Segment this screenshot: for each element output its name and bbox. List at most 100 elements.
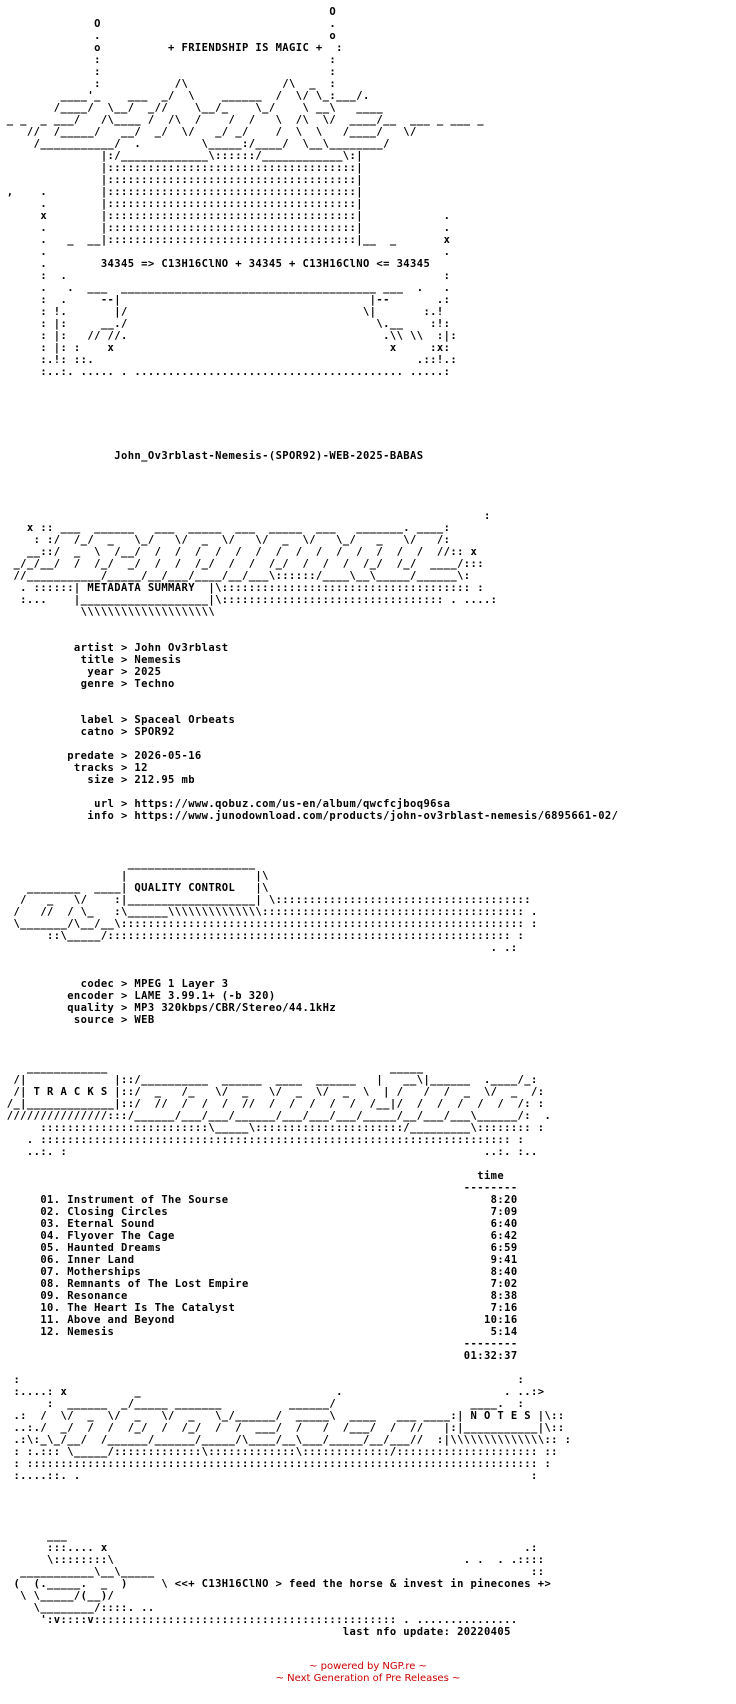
nfo-line: \::::::::\ . . . .::::	[0, 1554, 545, 1566]
nfo-line: / // / \_ :\______\\\\\\\\\\\\\\::::::::…	[0, 906, 538, 918]
nfo-line: . .	[0, 246, 451, 258]
nfo-line: /____/ \__/ _// \__/_ \_/ \ __\ ____	[0, 102, 384, 114]
nfo-line: .:\:_\_/__/ /______/______/_____/\____/_…	[0, 1434, 572, 1446]
nfo-line: ///////////////:::/______/___/___/______…	[0, 1110, 552, 1122]
nfo-line: ___________________	[0, 858, 256, 870]
nfo-line	[0, 498, 618, 510]
nfo-line: info > https://www.junodownload.com/prod…	[0, 810, 619, 822]
nfo-line: / _ \/ :|___________________| \:::::::::…	[0, 894, 532, 906]
nfo-line	[0, 390, 618, 402]
nfo-line: : :	[0, 66, 337, 78]
nfo-line	[0, 1026, 618, 1038]
nfo-line: \_______/\__/__\::::::::::::::::::::::::…	[0, 918, 538, 930]
nfo-line: : /\ /\ _ :	[0, 78, 337, 90]
footer-powered-by: ~ powered by NGP.re ~	[309, 1661, 427, 1672]
nfo-line: :....: x _ . . ..:>	[0, 1386, 545, 1398]
nfo-line: . .:	[0, 942, 518, 954]
nfo-line	[0, 738, 618, 750]
nfo-line: : :.::: \_____/:::::::::::::\:::::::::::…	[0, 1446, 558, 1458]
nfo-line: time	[0, 1170, 505, 1182]
nfo-line: last nfo update: 20220405	[0, 1626, 511, 1638]
nfo-line: 05. Haunted Dreams 6:59	[0, 1242, 518, 1254]
nfo-line: :.!: ::. .::!.:	[0, 354, 458, 366]
nfo-line: title > Nemesis	[0, 654, 182, 666]
nfo-line	[0, 474, 618, 486]
nfo-line: : |: // //. .\\ \\ :|:	[0, 330, 458, 342]
nfo-line: :	[0, 510, 491, 522]
nfo-line: . o	[0, 30, 337, 42]
nfo-line	[0, 462, 618, 474]
nfo-text: O O . . o o + FRIENDSHIP IS MAGIC + : :	[0, 6, 618, 1638]
nfo-line: :::.... x .:	[0, 1542, 538, 1554]
nfo-line	[0, 402, 618, 414]
nfo-line: x :: ___ ______ ___ _____ ___ _____ ___ …	[0, 522, 451, 534]
nfo-line: 08. Remnants of The Lost Empire 7:02	[0, 1278, 518, 1290]
nfo-line: : :	[0, 54, 337, 66]
nfo-line	[0, 834, 618, 846]
nfo-line	[0, 618, 618, 630]
nfo-line: x |:::::::::::::::::::::::::::::::::::::…	[0, 210, 451, 222]
nfo-line: :::::::::::::::::::::::::\_____\::::::::…	[0, 1122, 545, 1134]
nfo-line: //___________/_____/__/___/____/__/___\:…	[0, 570, 471, 582]
nfo-line	[0, 786, 618, 798]
nfo-line: tracks > 12	[0, 762, 148, 774]
nfo-line	[0, 414, 618, 426]
nfo-line: ( (._____. _ ) \ <<+ C13H16ClNO > feed t…	[0, 1578, 552, 1590]
nfo-line: : |: : x x :x:	[0, 342, 451, 354]
nfo-line: size > 212.95 mb	[0, 774, 195, 786]
nfo-line: :..:. ..... . ..........................…	[0, 366, 451, 378]
nfo-line: John_Ov3rblast-Nemesis-(SPOR92)-WEB-2025…	[0, 450, 424, 462]
nfo-line	[0, 1362, 618, 1374]
nfo-line: . 34345 => C13H16ClNO + 34345 + C13H16Cl…	[0, 258, 431, 270]
nfo-line	[0, 954, 618, 966]
nfo-line: 09. Resonance 8:38	[0, 1290, 518, 1302]
nfo-line: | |\	[0, 870, 269, 882]
nfo-line: ____'_ ___ _/ \ ______ / \/ \_:___/.	[0, 90, 370, 102]
nfo-line	[0, 822, 618, 834]
nfo-line: ___	[0, 1530, 68, 1542]
nfo-line: . |:::::::::::::::::::::::::::::::::::::…	[0, 198, 363, 210]
nfo-line: // /_____/ __/ _/ \/ _/ _/ / \ \ /____/ …	[0, 126, 417, 138]
nfo-line: encoder > LAME 3.99.1+ (-b 320)	[0, 990, 276, 1002]
nfo-line: label > Spaceal Orbeats	[0, 714, 236, 726]
nfo-line	[0, 690, 618, 702]
nfo-line: 12. Nemesis 5:14	[0, 1326, 518, 1338]
nfo-line: year > 2025	[0, 666, 162, 678]
nfo-line: |:::::::::::::::::::::::::::::::::::::|	[0, 174, 363, 186]
nfo-line: _ _ _ ___/ /\____ / /\ / / / \ /\ \/ ___…	[0, 114, 484, 126]
nfo-line: . |:::::::::::::::::::::::::::::::::::::…	[0, 222, 451, 234]
nfo-line	[0, 630, 618, 642]
nfo-line	[0, 1038, 618, 1050]
nfo-line: source > WEB	[0, 1014, 155, 1026]
nfo-line: : :/ /_/ _ \_/ \/ _ \/ \/ _ \/ \_/ _ \/ …	[0, 534, 451, 546]
nfo-line: : !. |/ \| :.!	[0, 306, 444, 318]
nfo-line	[0, 438, 618, 450]
nfo-line	[0, 1506, 618, 1518]
footer-tagline: ~ Next Generation of Pre Releases ~	[275, 1673, 461, 1684]
nfo-line: ..:. : ..:. :..	[0, 1146, 538, 1158]
nfo-line: . ::::::::::::::::::::::::::::::::::::::…	[0, 1134, 525, 1146]
nfo-line: :... |___________________|\:::::::::::::…	[0, 594, 498, 606]
nfo-line	[0, 702, 618, 714]
nfo-line	[0, 1518, 618, 1530]
nfo-line: \ \_____/(__)/	[0, 1590, 115, 1602]
nfo-line: . _ __|:::::::::::::::::::::::::::::::::…	[0, 234, 451, 246]
nfo-line: predate > 2026-05-16	[0, 750, 202, 762]
nfo-line	[0, 1050, 618, 1062]
nfo-line: codec > MPEG 1 Layer 3	[0, 978, 229, 990]
nfo-line: __::/ _ \ /__/ / / / / / / / / / / / / /…	[0, 546, 478, 558]
nfo-line: 10. The Heart Is The Catalyst 7:16	[0, 1302, 518, 1314]
nfo-line: _/_/__/ / /_/ _/ / / /_/ / / /_/ / / / /…	[0, 558, 484, 570]
nfo-line: , . |:::::::::::::::::::::::::::::::::::…	[0, 186, 363, 198]
nfo-line: genre > Techno	[0, 678, 175, 690]
nfo-line: ::\_____/:::::::::::::::::::::::::::::::…	[0, 930, 525, 942]
nfo-line	[0, 378, 618, 390]
nfo-line	[0, 966, 618, 978]
nfo-line	[0, 486, 618, 498]
nfo-line: :....::. . :	[0, 1470, 538, 1482]
nfo-line: \________/::::. ..	[0, 1602, 155, 1614]
nfo-line: . . ___ ________________________________…	[0, 282, 451, 294]
nfo-line	[0, 426, 618, 438]
nfo-line: O	[0, 6, 337, 18]
nfo-line: ':v::::v::::::::::::::::::::::::::::::::…	[0, 1614, 518, 1626]
